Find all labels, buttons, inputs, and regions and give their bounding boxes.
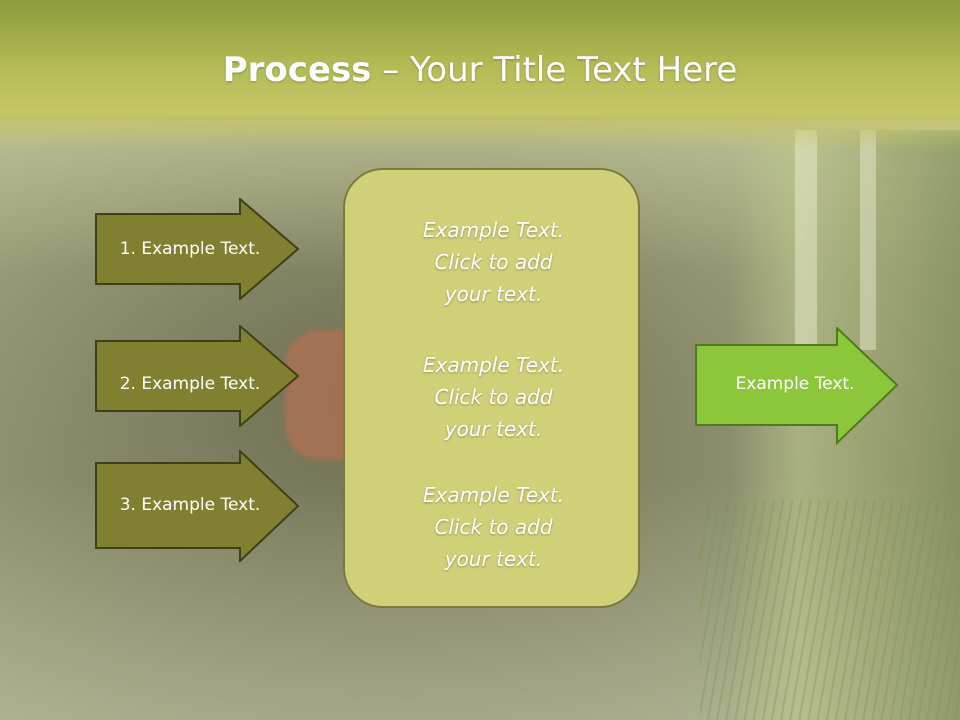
result-label: Example Text. bbox=[735, 374, 855, 394]
step-label: 3. Example Text. bbox=[119, 495, 261, 515]
title-bar bbox=[0, 0, 960, 150]
step-label: 2. Example Text. bbox=[119, 374, 261, 394]
arrow-shape-icon bbox=[95, 198, 300, 300]
title-bold: Process bbox=[222, 50, 372, 90]
background-tree-trunk bbox=[860, 130, 876, 350]
arrow-shape-icon bbox=[695, 327, 899, 445]
background-tree-trunk bbox=[795, 130, 817, 350]
slide-title[interactable]: Process – Your Title Text Here bbox=[0, 50, 960, 90]
step-arrow-3[interactable]: 3. Example Text. bbox=[95, 450, 300, 562]
title-rest: – Your Title Text Here bbox=[371, 50, 738, 90]
center-text-1[interactable]: Example Text. Click to add your text. bbox=[422, 218, 565, 306]
center-text-3[interactable]: Example Text. Click to add your text. bbox=[422, 483, 565, 571]
result-arrow[interactable]: Example Text. bbox=[695, 327, 900, 445]
center-text-2[interactable]: Example Text. Click to add your text. bbox=[422, 353, 565, 441]
arrow-shape-icon bbox=[95, 325, 300, 427]
step-arrow-2[interactable]: 2. Example Text. bbox=[95, 325, 300, 427]
background-grass bbox=[700, 500, 960, 720]
center-text-box[interactable]: Example Text. Click to add your text. Ex… bbox=[343, 168, 640, 608]
step-label: 1. Example Text. bbox=[119, 239, 261, 259]
step-arrow-1[interactable]: 1. Example Text. bbox=[95, 198, 300, 300]
arrow-shape-icon bbox=[95, 450, 300, 562]
